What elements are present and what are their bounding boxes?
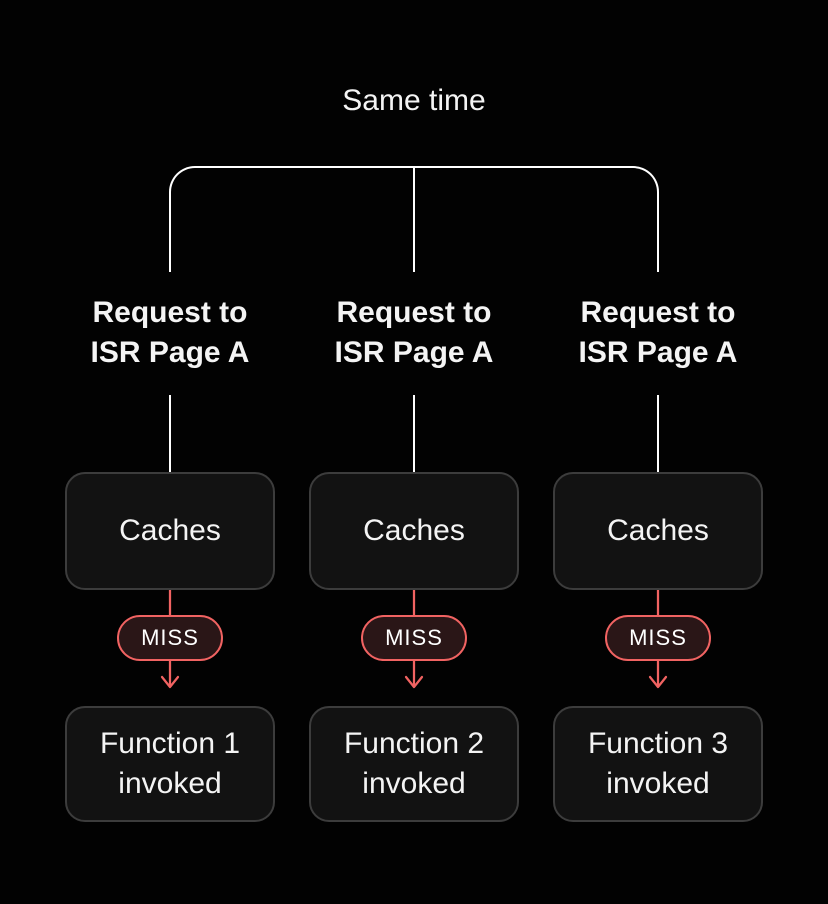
- request-label: Request to ISR Page A: [299, 293, 529, 373]
- request-to-cache-connector: [169, 395, 171, 472]
- function-label-line1: Function 1: [99, 727, 241, 760]
- cache-label: Caches: [363, 514, 465, 547]
- miss-badge-label: MISS: [385, 625, 443, 650]
- function-box: Function 2 invoked: [309, 706, 519, 822]
- request-column-3: Request to ISR Page A Caches MISS Functi…: [553, 0, 763, 904]
- function-box: Function 3 invoked: [553, 706, 763, 822]
- request-label-line2: ISR Page A: [334, 336, 494, 369]
- cache-box: Caches: [65, 472, 275, 590]
- request-label-line1: Request to: [580, 296, 736, 329]
- cache-label: Caches: [607, 514, 709, 547]
- request-label-line1: Request to: [336, 296, 492, 329]
- function-label-line1: Function 3: [587, 727, 729, 760]
- request-label-line2: ISR Page A: [90, 336, 250, 369]
- function-label-line2: invoked: [362, 767, 466, 800]
- request-to-cache-connector: [657, 395, 659, 472]
- request-column-1: Request to ISR Page A Caches MISS Functi…: [65, 0, 275, 904]
- request-column-2: Request to ISR Page A Caches MISS Functi…: [309, 0, 519, 904]
- function-label-line2: invoked: [118, 767, 222, 800]
- function-label-line2: invoked: [606, 767, 710, 800]
- request-label-line1: Request to: [92, 296, 248, 329]
- function-label-line1: Function 2: [343, 727, 485, 760]
- cache-box: Caches: [553, 472, 763, 590]
- miss-badge: MISS: [605, 615, 711, 661]
- request-label: Request to ISR Page A: [543, 293, 773, 373]
- request-label-line2: ISR Page A: [578, 336, 738, 369]
- same-time-bracket-center-stem: [413, 166, 415, 272]
- request-label: Request to ISR Page A: [55, 293, 285, 373]
- cache-label: Caches: [119, 514, 221, 547]
- function-box: Function 1 invoked: [65, 706, 275, 822]
- miss-badge: MISS: [361, 615, 467, 661]
- miss-badge-label: MISS: [629, 625, 687, 650]
- diagram-title: Same time: [342, 84, 486, 117]
- request-to-cache-connector: [413, 395, 415, 472]
- miss-badge: MISS: [117, 615, 223, 661]
- miss-badge-label: MISS: [141, 625, 199, 650]
- cache-box: Caches: [309, 472, 519, 590]
